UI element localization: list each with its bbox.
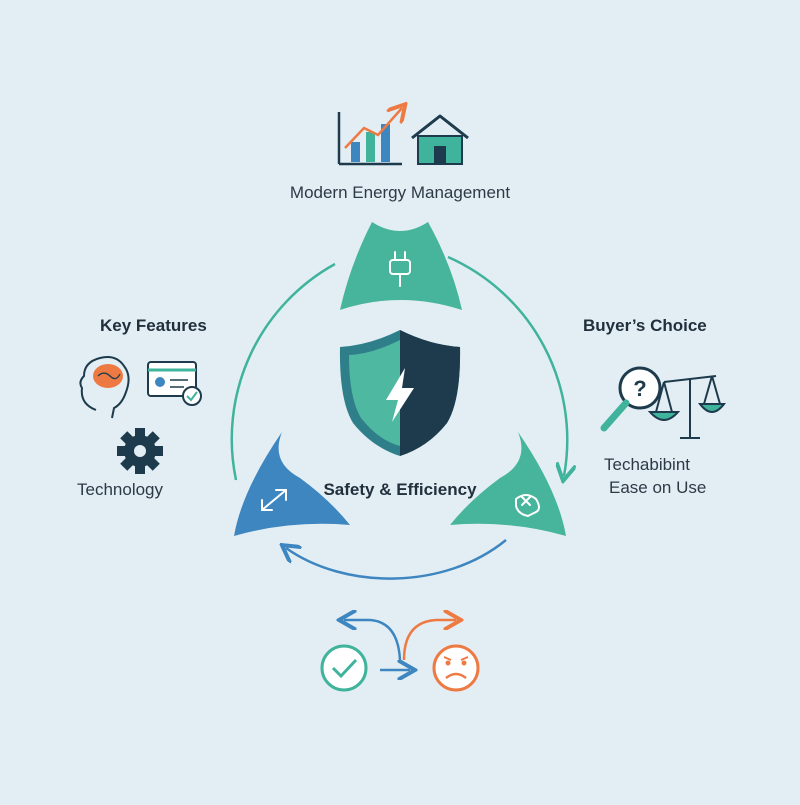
technology-label: Technology	[77, 480, 164, 499]
buyers-choice-heading: Buyer’s Choice	[583, 316, 707, 335]
check-circle-icon	[320, 644, 368, 692]
svg-text:?: ?	[633, 376, 646, 401]
profile-card-check-icon	[147, 361, 202, 406]
segment-top	[340, 222, 462, 310]
resize-arrows-icon	[261, 489, 287, 511]
frown-face-icon	[432, 644, 480, 692]
house-icon	[411, 114, 469, 165]
cycle-arc-bottom	[286, 539, 507, 580]
brain-head-icon	[79, 356, 130, 419]
cycle-arc-left	[230, 262, 336, 481]
center-label: Safety & Efficiency	[323, 480, 477, 499]
top-title: Modern Energy Management	[289, 183, 511, 202]
plug-icon	[389, 251, 411, 287]
magnifier-question-icon: ?	[600, 366, 662, 432]
balance-scale-icon	[647, 375, 727, 439]
segment-right	[450, 432, 566, 536]
key-features-heading: Key Features	[100, 316, 207, 335]
gear-icon	[117, 428, 163, 474]
branch-arrows-icon	[344, 620, 456, 661]
right-text-line-2: Ease on Use	[609, 478, 707, 497]
segment-left	[234, 432, 350, 536]
shield-lightning-icon	[339, 330, 461, 456]
cycle-arc-right	[447, 255, 567, 476]
right-text-line-1: Techabibint	[604, 455, 691, 474]
face-x-icon	[515, 494, 540, 518]
growth-chart-icon	[337, 108, 402, 166]
